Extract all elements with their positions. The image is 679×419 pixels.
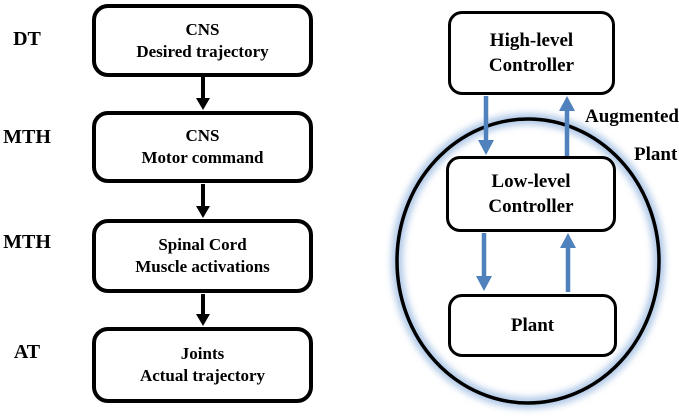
box-plant: Plant [448, 294, 617, 357]
box-line2: Motor command [141, 148, 264, 167]
box-line2: Actual trajectory [139, 366, 266, 385]
augmented-plant-ellipse [391, 113, 665, 409]
box-low-level-controller: Low-level Controller [446, 156, 616, 232]
arrow-down-icon [196, 184, 210, 218]
box-high-level-controller: High-level Controller [448, 11, 615, 95]
ellipse-label-augmented: Augmented [585, 106, 679, 127]
arrow-down-icon [476, 233, 492, 291]
box-line1: Low-level [491, 171, 571, 192]
box-cns-desired-trajectory: CNS Desired trajectory [92, 4, 313, 77]
arrow-up-icon [559, 96, 575, 156]
box-line2: Controller [488, 55, 575, 76]
box-joints-actual-trajectory: Joints Actual trajectory [92, 327, 313, 403]
arrow-down-icon [478, 96, 494, 155]
box-line2: Desired trajectory [136, 41, 269, 61]
box-line1: High-level [489, 30, 574, 51]
box-line1: Plant [510, 315, 555, 336]
arrow-down-icon [196, 77, 210, 110]
box-line1: Joints [180, 344, 225, 363]
box-spinal-cord-muscle-activations: Spinal Cord Muscle activations [92, 219, 313, 293]
box-line1: CNS [185, 126, 220, 145]
box-line1: Spinal Cord [158, 235, 247, 254]
stage-label-dt: DT [13, 28, 41, 50]
arrow-up-icon [560, 233, 576, 292]
arrow-down-icon [196, 294, 210, 326]
box-cns-motor-command: CNS Motor command [92, 111, 313, 183]
stage-label-mth-1: MTH [3, 126, 51, 148]
box-line2: Muscle activations [135, 257, 270, 276]
stage-label-at: AT [13, 341, 41, 363]
box-line2: Controller [488, 196, 574, 217]
ellipse-label-plant: Plant [634, 144, 678, 165]
stage-label-mth-2: MTH [3, 231, 51, 253]
box-line1: CNS [185, 19, 220, 39]
